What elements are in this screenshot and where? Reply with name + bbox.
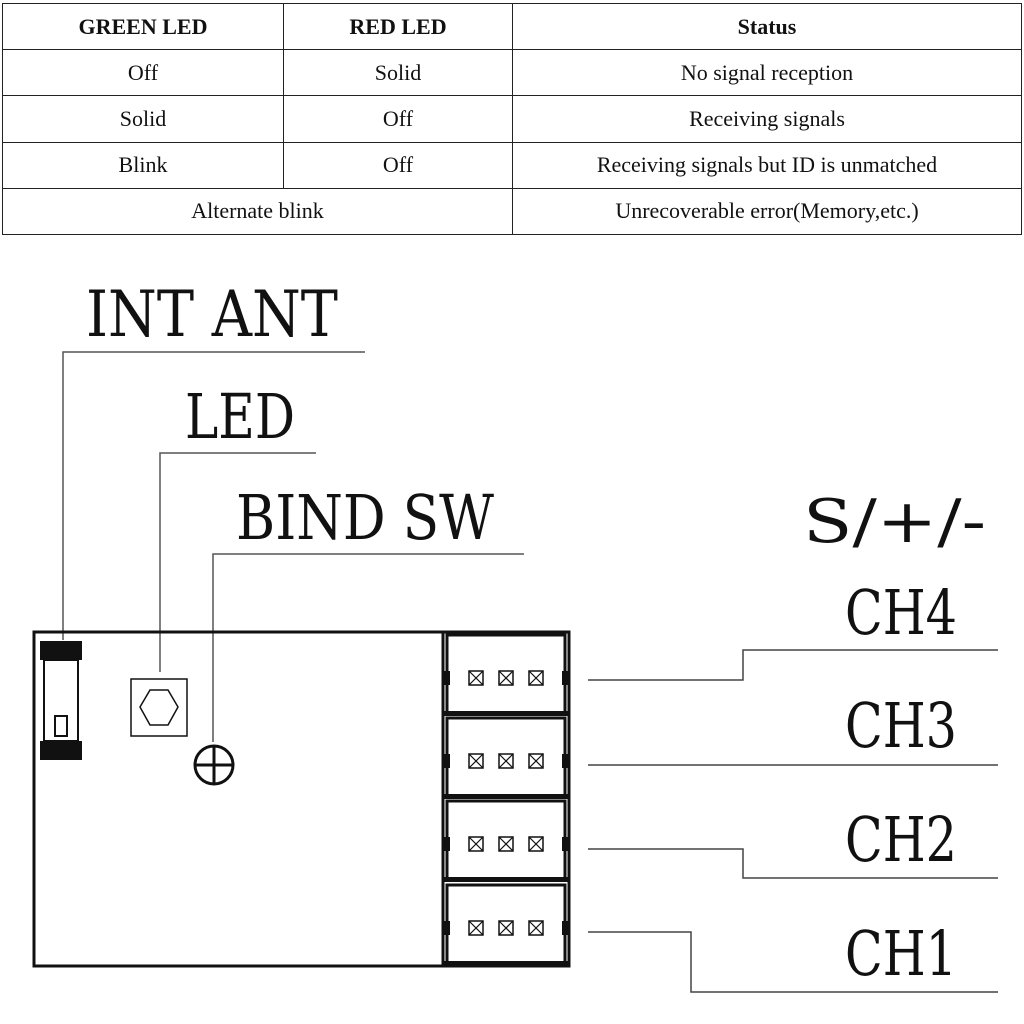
ch1-leader: [588, 931, 998, 993]
pin-icon: [528, 753, 544, 769]
label-pin-order: S/+/-: [803, 487, 986, 557]
cell-status: Unrecoverable error(Memory,etc.): [512, 187, 1022, 236]
pin-icon: [468, 836, 484, 852]
top-leader-lines: [62, 351, 524, 742]
led-icon: [130, 678, 188, 737]
pin-icon: [528, 920, 544, 936]
cell-green: Blink: [2, 141, 284, 189]
cell-red: Off: [283, 141, 513, 189]
cell-status: Receiving signals but ID is unmatched: [512, 141, 1022, 189]
cell-alternate-blink: Alternate blink: [2, 187, 513, 236]
antenna-icon: [40, 641, 82, 760]
label-ch4: CH4: [845, 576, 957, 649]
pin-icon: [498, 753, 514, 769]
bind-sw-leader: [212, 553, 524, 742]
pin-icon: [468, 753, 484, 769]
cell-status: No signal reception: [512, 49, 1022, 97]
ch1-connector: [443, 883, 569, 966]
ch2-leader: [588, 848, 998, 879]
pin-icon: [528, 836, 544, 852]
table-header-row: GREEN LED RED LED Status: [2, 2, 1022, 51]
label-ch3: CH3: [845, 689, 957, 762]
label-ch1: CH1: [845, 917, 957, 990]
pin-icon: [468, 670, 484, 686]
pin-icon: [498, 670, 514, 686]
ch4-connector: [443, 633, 569, 716]
pin-icon: [498, 836, 514, 852]
label-ch2: CH2: [845, 803, 957, 876]
led-leader: [159, 452, 316, 672]
pin-icon: [528, 670, 544, 686]
ch2-connector: [443, 799, 569, 882]
int-ant-leader: [62, 351, 365, 640]
header-status: Status: [512, 2, 1022, 51]
label-int-ant: INT ANT: [86, 278, 338, 352]
header-green-led: GREEN LED: [2, 2, 284, 51]
pin-icon: [468, 920, 484, 936]
label-bind-sw: BIND SW: [236, 481, 494, 554]
label-led: LED: [185, 380, 295, 453]
led-status-table: GREEN LED RED LED Status Off Solid No si…: [2, 2, 1022, 236]
table-row: Blink Off Receiving signals but ID is un…: [2, 141, 1022, 189]
table-row: Alternate blink Unrecoverable error(Memo…: [2, 187, 1022, 236]
header-red-led: RED LED: [283, 2, 513, 51]
ch3-connector: [443, 716, 569, 799]
channel-leader-lines: [588, 649, 998, 993]
ch4-leader: [588, 649, 998, 681]
bind-switch-icon: [193, 744, 235, 786]
channel-connectors: [443, 633, 569, 966]
pin-icon: [498, 920, 514, 936]
